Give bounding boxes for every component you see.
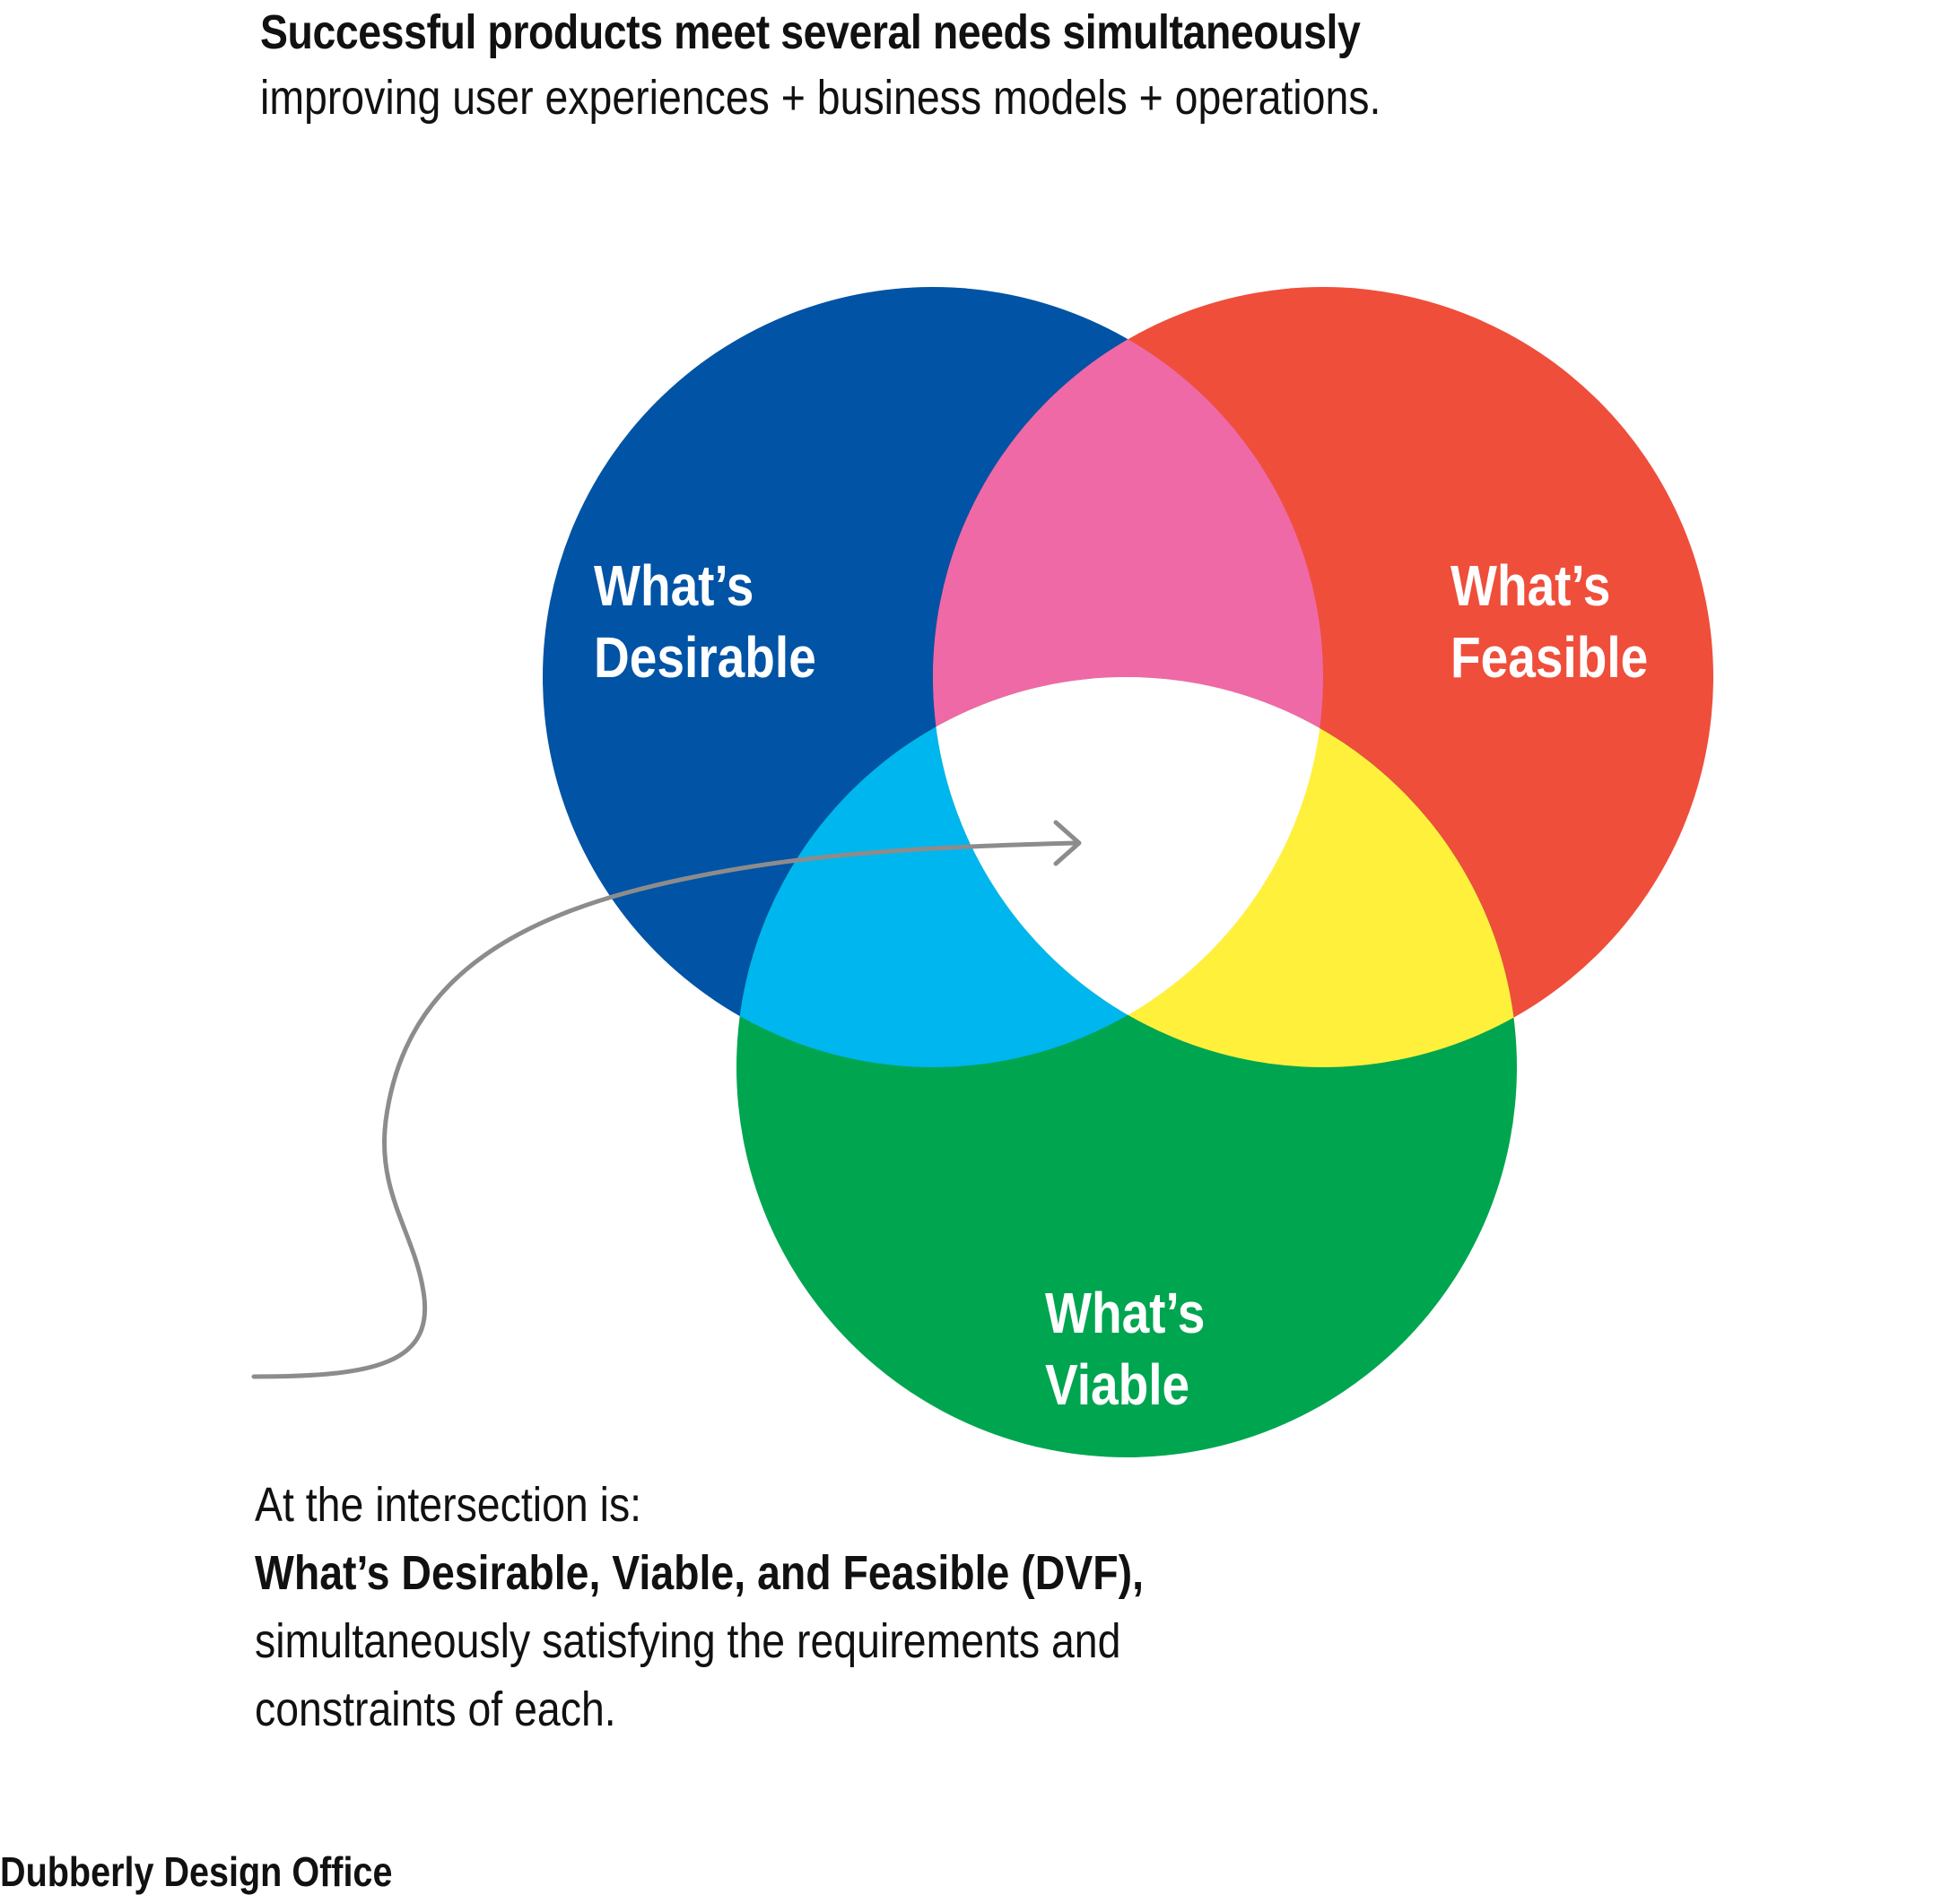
footer-credit: Dubberly Design Office — [0, 1848, 393, 1895]
feasible-label-line1: What’s — [1450, 553, 1611, 618]
viable-label-line2: Viable — [1045, 1352, 1190, 1417]
pointer-arrow-head — [1053, 820, 1082, 866]
viable-label-line1: What’s — [1045, 1281, 1206, 1345]
header: Successful products meet several needs s… — [260, 0, 1785, 131]
caption-line-4: constraints of each. — [255, 1682, 616, 1736]
feasible-label: What’s Feasible — [1450, 550, 1648, 693]
pointer-arrow-curve — [251, 840, 1079, 1379]
intersection-caption: At the intersection is: What’s Desirable… — [255, 1471, 1335, 1743]
viable-label: What’s Viable — [1045, 1277, 1205, 1421]
desirable-label-line2: Desirable — [594, 625, 816, 690]
page-subtitle: improving user experiences + business mo… — [260, 71, 1381, 125]
desirable-label-line1: What’s — [594, 553, 754, 618]
feasible-label-line2: Feasible — [1450, 625, 1649, 690]
desirable-label: What’s Desirable — [594, 550, 816, 693]
caption-dvf-statement: What’s Desirable, Viable, and Feasible (… — [255, 1546, 1145, 1600]
caption-intro: At the intersection is: — [255, 1478, 642, 1532]
page-title: Successful products meet several needs s… — [260, 5, 1361, 59]
feasible-viable-overlap — [933, 677, 1517, 1067]
caption-line-3: simultaneously satisfying the requiremen… — [255, 1614, 1121, 1668]
